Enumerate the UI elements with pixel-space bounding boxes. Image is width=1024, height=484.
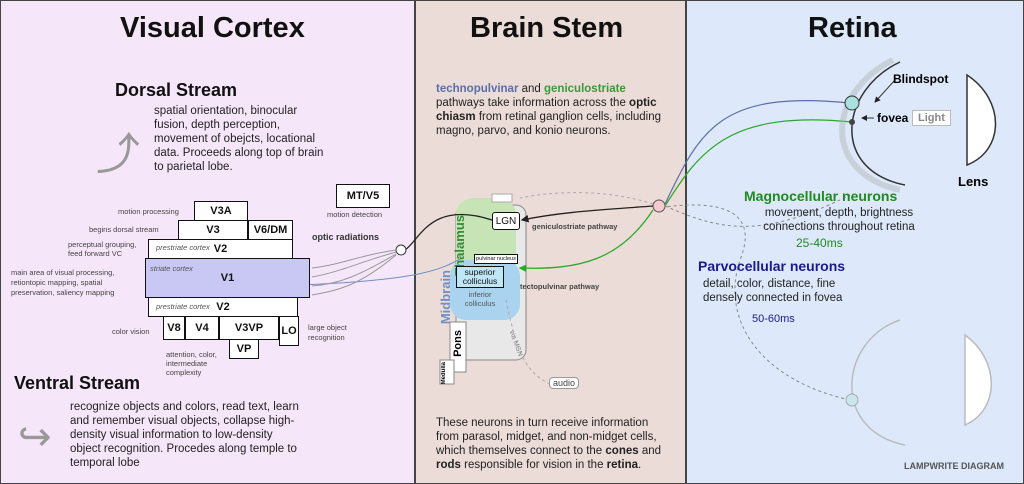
area-v3: V3: [178, 220, 248, 240]
area-v3a: V3A: [194, 201, 248, 221]
intro-and: and: [518, 83, 545, 95]
magno-timing: 25-40ms: [796, 236, 843, 250]
optic-chiasm-term: optic chiasm: [436, 97, 657, 123]
fovea-label: fovea: [877, 111, 909, 125]
parvo-desc: detail, color, distance, fine densely co…: [703, 278, 843, 304]
outro-p4: .: [638, 459, 642, 471]
light-label: Light: [912, 110, 951, 126]
fovea-marker: [849, 119, 855, 125]
outro-p3: responsible for vision in the: [460, 459, 607, 471]
outro-p2: and: [638, 445, 662, 457]
brain-stem-outro: These neurons in turn receive informatio…: [436, 416, 666, 472]
cones-term: cones: [605, 445, 639, 457]
geniculostriate-pathway-label: geniculostriate pathway: [532, 222, 618, 231]
optic-radiations-label: optic radiations: [312, 232, 380, 242]
pulvinar-box: pulvinar nucleus: [474, 254, 518, 264]
attention-label: attention, color, intermediate complexit…: [166, 350, 217, 377]
lens-label: Lens: [958, 174, 989, 189]
motion-detection-label: motion detection: [327, 210, 383, 219]
dorsal-stream-text: spatial orientation, binocular fusion, d…: [154, 105, 324, 173]
prestriate-label-bottom: prestriate cortex: [156, 302, 210, 311]
area-v8: V8: [163, 316, 185, 340]
dorsal-stream-heading: Dorsal Stream: [115, 80, 238, 100]
area-v4: V4: [185, 316, 219, 340]
magno-heading: Magnocellular neurons: [744, 188, 898, 204]
midbrain-label: Midbrain: [438, 270, 453, 325]
main-area-label: main area of visual processing, retionto…: [11, 268, 115, 297]
parvo-timing: 50-60ms: [752, 313, 795, 325]
area-vp: VP: [229, 339, 259, 359]
parvo-heading: Parvocellular neurons: [698, 258, 846, 274]
lgn-box: LGN: [492, 212, 520, 230]
brain-stem-title: Brain Stem: [470, 12, 624, 44]
begins-dorsal-label: begins dorsal stream: [89, 225, 159, 234]
outro-p1: These neurons in turn receive informatio…: [436, 417, 657, 457]
optic-radiations-node: [395, 244, 407, 256]
ventral-stream-text: recognize objects and colors, read text,…: [70, 401, 299, 469]
intro-rest1: pathways take information across the: [436, 97, 630, 109]
large-object-label: large object recognition: [308, 323, 347, 342]
inferior-colliculus-label: inferior colliculus: [464, 290, 496, 308]
perceptual-grouping-label: perceptual grouping, feed forward VC: [68, 240, 137, 258]
area-lo: LO: [279, 316, 299, 346]
blindspot-marker: [844, 95, 860, 111]
intro-rest2: from retinal ganglion cells, including m…: [436, 111, 662, 137]
tectopulvinar-pathway-label: tectopulvinar pathway: [520, 282, 600, 291]
superior-colliculus-box: superior colliculus: [456, 266, 504, 288]
technopulvinar-term: technopulvinar: [436, 83, 519, 95]
visual-cortex-title: Visual Cortex: [120, 12, 305, 44]
magno-desc: movement, depth, brightness connections …: [763, 207, 915, 233]
striate-label: striate cortex: [150, 264, 193, 273]
curved-arrow-right-icon: ↪: [18, 415, 52, 459]
area-mtv5: MT/V5: [336, 184, 390, 208]
geniculostriate-term: geniculostriate: [544, 83, 626, 95]
optic-chiasm-node: [652, 199, 666, 213]
curved-arrow-up-icon: ⤴: [96, 130, 140, 179]
rods-term: rods: [436, 459, 461, 471]
motion-processing-label: motion processing: [118, 207, 179, 216]
credit-label: LAMPWRITE DIAGRAM: [904, 461, 1004, 471]
ventral-stream-heading: Ventral Stream: [14, 373, 141, 393]
medulla-label: Medulla: [441, 362, 447, 385]
medulla-shape: [439, 359, 455, 385]
prestriate-label-top: prestriate cortex: [156, 243, 210, 252]
retina-term: retina: [606, 459, 638, 471]
audio-label: audio: [549, 377, 580, 389]
retina-title: Retina: [808, 12, 897, 44]
blindspot-label: Blindspot: [893, 72, 949, 86]
color-vision-label: color vision: [112, 327, 150, 336]
area-v3vp: V3VP: [219, 316, 279, 340]
pons-label: Pons: [452, 330, 464, 357]
brain-stem-intro: technopulvinar and geniculostriate pathw…: [436, 82, 666, 138]
area-v6dm: V6/DM: [248, 220, 293, 240]
stem-top-cap: [491, 193, 513, 203]
